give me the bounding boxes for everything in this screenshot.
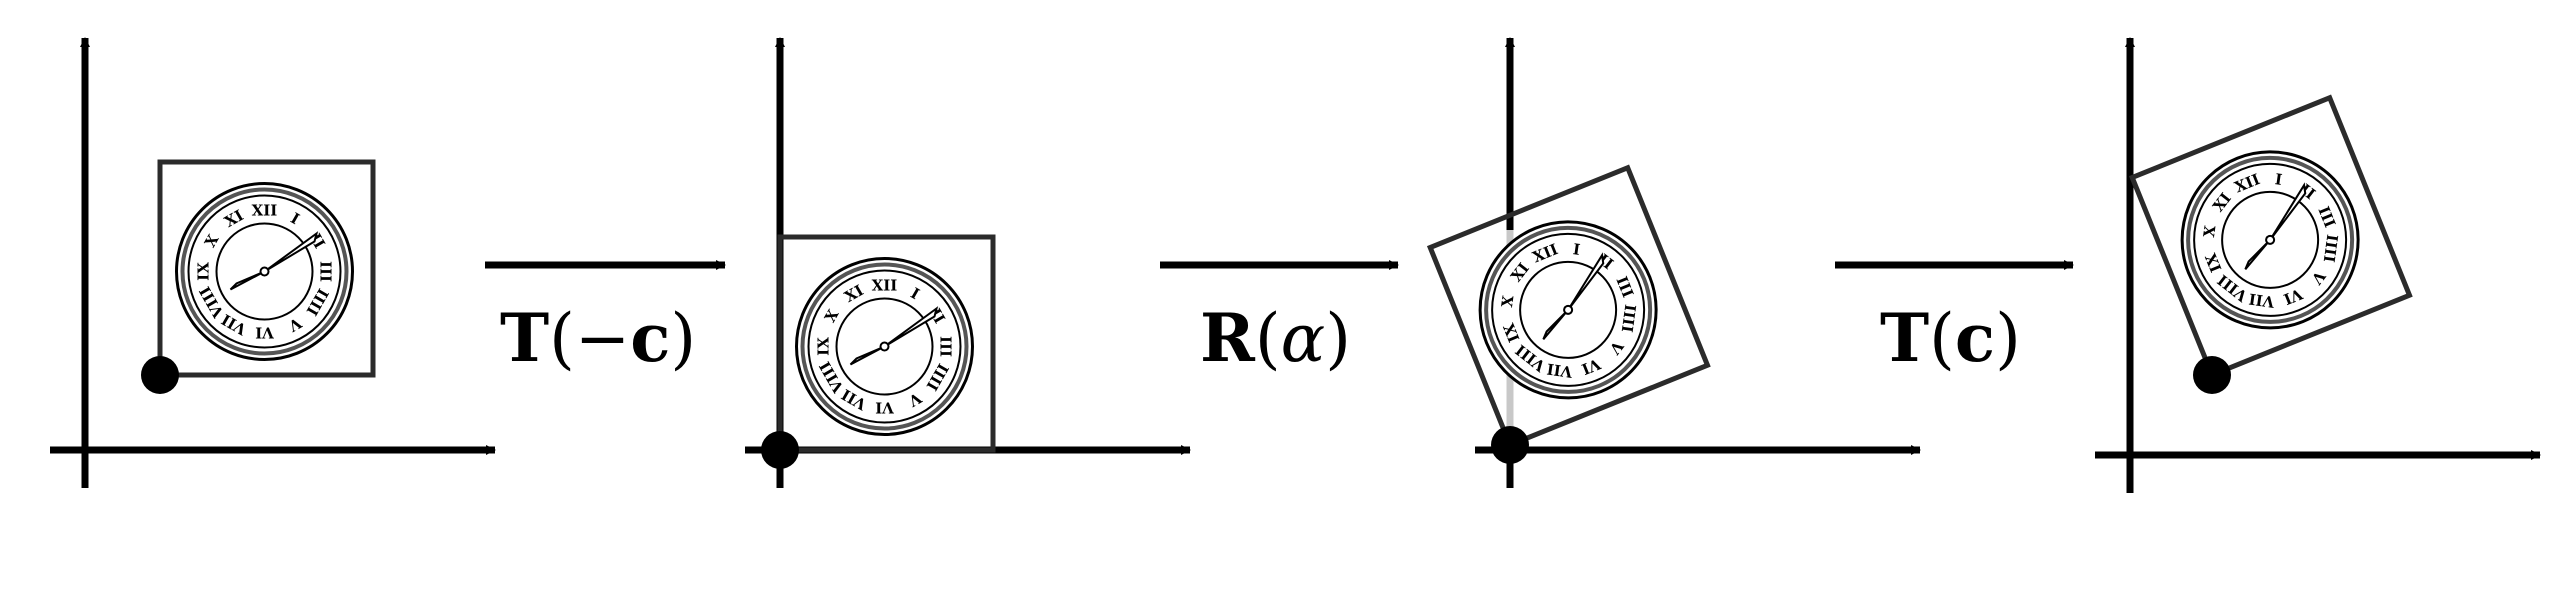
clock-numeral: I (2274, 170, 2283, 189)
clock-numeral: VII (1546, 360, 1575, 382)
clock-inner-rim (807, 269, 962, 424)
pivot-point (2193, 356, 2231, 394)
clock-numeral: IIII (1618, 303, 1640, 333)
clock-numeral: XII (872, 277, 898, 295)
clock-hour-hand (1542, 309, 1569, 340)
clock-numeral: VI (875, 399, 895, 417)
clock-numeral: X (2200, 224, 2219, 238)
clock-minute-hand (263, 231, 319, 273)
clock-numeral: I (1572, 240, 1581, 259)
clock-minute-hand (2269, 182, 2307, 241)
bounding-box (157, 159, 376, 378)
clock-numeral: XII (252, 202, 278, 220)
clock-hour-hand (229, 270, 265, 291)
clock-center-pin (2265, 234, 2276, 245)
clock-numeral: IIII (2320, 233, 2342, 263)
clock-numeral-ring (1519, 260, 1618, 359)
op-label-translate-neg: T(−c) (500, 299, 697, 377)
clock-inner-rim (2193, 162, 2348, 317)
clock-minute-hand (883, 306, 939, 348)
clock-bezel (800, 262, 969, 431)
clock-bezel (1484, 225, 1653, 394)
op-label-rotate: R(α) (1200, 299, 1351, 377)
clock-center-pin (259, 266, 270, 277)
clock-numeral: IX (815, 337, 833, 356)
clock-center-pin (879, 341, 890, 352)
bounding-box (2128, 94, 2413, 379)
clock-bezel (2186, 155, 2355, 324)
clock-hour-hand (849, 345, 885, 366)
op-label-translate-pos: T(c) (1880, 299, 2021, 377)
clock-numeral: X (1498, 294, 1517, 308)
pivot-point (1491, 426, 1529, 464)
bounding-box (1426, 164, 1711, 449)
clock-numeral-ring (215, 222, 314, 321)
clock-numeral: VI (255, 324, 275, 342)
clock-numeral-ring (2221, 190, 2320, 289)
clock-minute-hand (1567, 252, 1605, 311)
clock-hour-hand (2244, 239, 2271, 270)
clock-numeral: III (317, 261, 335, 282)
clock-inner-rim (187, 194, 342, 349)
bounding-box (777, 234, 996, 453)
clock-bezel (180, 187, 349, 356)
pivot-point (141, 356, 179, 394)
clock-numeral: IX (195, 262, 213, 281)
clock-numeral: III (937, 336, 955, 357)
pivot-point (761, 431, 799, 469)
clock-numeral: VII (2248, 290, 2277, 312)
clock-numeral: IX (2202, 250, 2226, 274)
clock-numeral: IX (1500, 320, 1524, 344)
clock-inner-rim (1491, 232, 1646, 387)
clock-center-pin (1563, 304, 1574, 315)
clock-numeral-ring (835, 297, 934, 396)
